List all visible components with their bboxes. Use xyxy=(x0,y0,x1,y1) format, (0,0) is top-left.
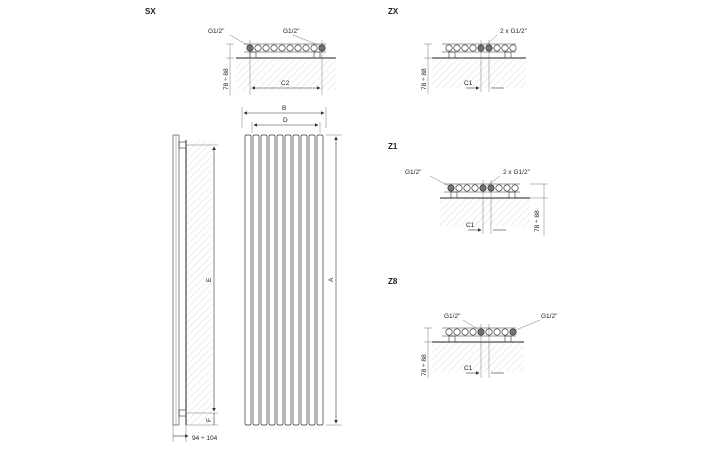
z8-top-view xyxy=(424,319,541,378)
sx-top-view xyxy=(226,34,336,96)
sx-height-range-label: 78 ÷ 88 xyxy=(223,68,230,90)
zx-top-view xyxy=(424,34,526,94)
dimension-a-label: A xyxy=(328,277,335,282)
z8-c1-label: C1 xyxy=(464,365,473,372)
radiator-tubes xyxy=(244,134,324,426)
dimension-b-label: B xyxy=(282,105,286,112)
z1-right-connection-label: 2 x G1/2" xyxy=(503,169,531,176)
z8-height-range-label: 78 ÷ 88 xyxy=(421,354,428,376)
sx-right-connection-label: G1/2" xyxy=(283,28,300,35)
radiator-front-view xyxy=(241,107,342,426)
zx-c1-label: C1 xyxy=(464,80,473,87)
radiator-side-view xyxy=(172,134,218,442)
z1-c1-label: C1 xyxy=(466,222,475,229)
z8-right-connection-label: G1/2" xyxy=(541,313,558,320)
dimension-e-label: E xyxy=(206,277,213,282)
section-title-zx: ZX xyxy=(388,7,399,16)
dimension-f-label: F xyxy=(206,418,213,422)
sx-left-connection-label: G1/2" xyxy=(208,28,225,35)
z1-top-view xyxy=(429,175,548,236)
dimension-d-label: D xyxy=(283,117,288,124)
section-title-z1: Z1 xyxy=(388,142,398,151)
section-title-sx: SX xyxy=(145,7,156,16)
z1-left-connection-label: G1/2" xyxy=(405,169,422,176)
depth-range-label: 94 ÷ 104 xyxy=(192,435,218,442)
z8-left-connection-label: G1/2" xyxy=(444,313,461,320)
zx-connection-label: 2 x G1/2" xyxy=(500,28,528,35)
sx-c2-label: C2 xyxy=(281,80,290,87)
sx-tubes xyxy=(246,44,326,52)
section-title-z8: Z8 xyxy=(388,277,398,286)
z1-height-range-label: 78 ÷ 88 xyxy=(534,210,541,232)
zx-height-range-label: 78 ÷ 88 xyxy=(421,68,428,90)
